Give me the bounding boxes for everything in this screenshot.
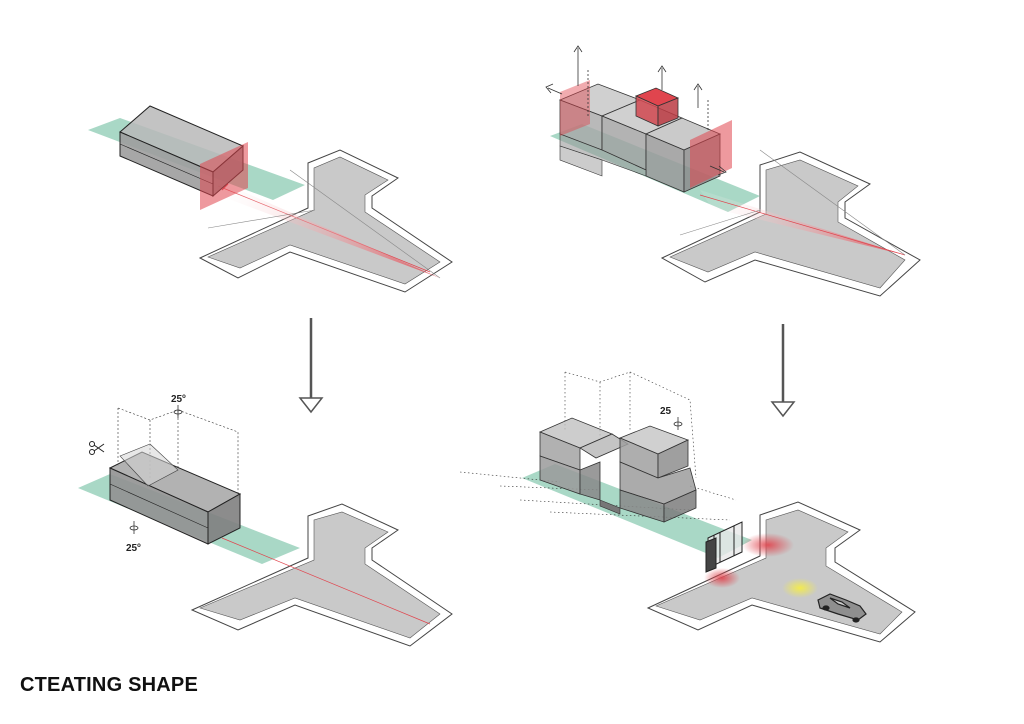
angle-label-top: 25o [171,394,186,405]
building-volume [108,443,242,545]
scissors-icon [89,441,105,455]
down-arrow-icon [770,324,796,418]
gate-element [705,521,743,573]
panel-3-rotated-volume: 25o 25o [78,394,453,647]
road-intersection [190,503,453,647]
view-cone [212,178,440,278]
car-icon [817,593,867,623]
diagram-caption: CTEATING SHAPE [20,674,198,696]
panel-1-site-setback [88,105,453,293]
angle-label-bottom: 25o [126,543,141,554]
red-cut-plane [560,80,590,136]
angle-label-top: 25 [660,406,672,417]
panel-2-volume-variation [545,45,921,297]
up-arrows [545,45,727,176]
building-volume [538,417,697,523]
red-cut-plane [200,142,248,210]
view-glow-red [704,568,740,588]
view-glow-yellow [782,578,818,598]
view-cone [700,190,905,255]
rotation-arrow-icon [673,417,683,430]
rotation-arrow-icon [129,405,183,534]
down-arrow-icon [298,318,324,414]
view-glow-red [742,533,794,557]
panel-4-final-shape: 25 [459,371,916,643]
